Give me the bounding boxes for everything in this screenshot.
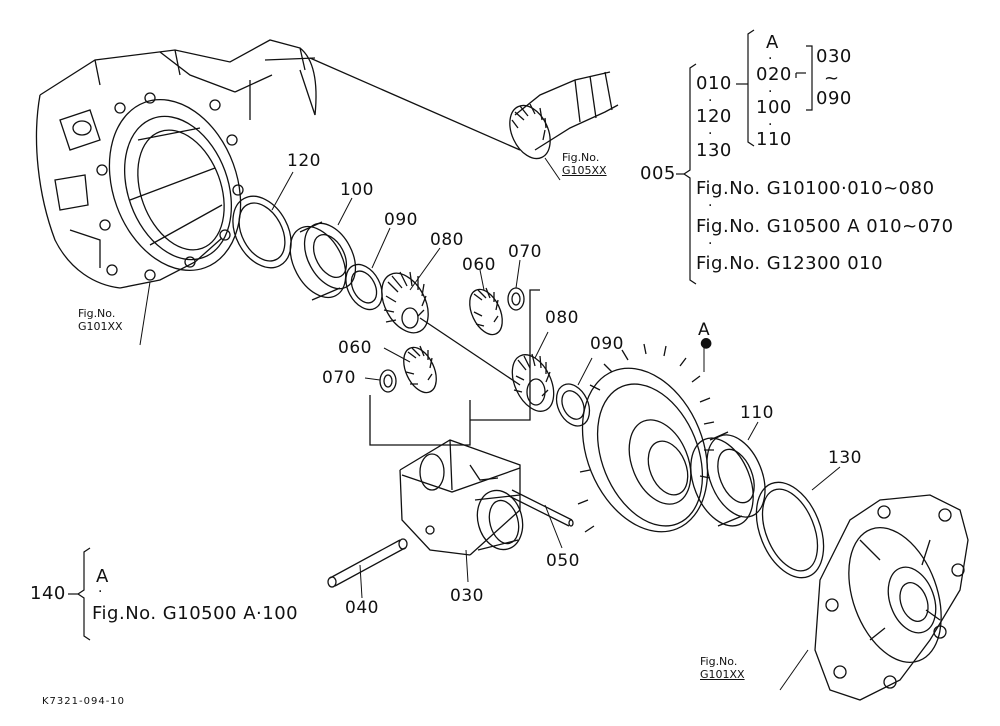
marker-a-dot: ● [700,335,713,351]
label-part-090-upper: 090 [384,210,418,230]
right-housing [815,495,968,700]
figref-g101-right: Fig.No. G101XX [700,655,745,681]
marker-a: A [698,320,711,340]
assembly-005-group-item-020: 020 [756,64,792,85]
pinion-gear-060-lower [397,342,443,397]
label-part-070-lower: 070 [322,368,356,388]
assembly-005-group-item-110: 110 [756,129,792,150]
figref-g101-left-line1: Fig.No. [78,307,116,320]
assembly-005-dot-1: · [708,93,713,109]
assembly-005-ref-3: Fig.No. G12300 010 [696,253,884,274]
assembly-005-dot-6: · [708,198,713,214]
bearing-100 [279,215,366,307]
label-part-060-lower: 060 [338,338,372,358]
bevel-gear-080-upper [372,265,437,340]
assembly-140-ref: Fig.No. G10500 A·100 [92,603,299,624]
pinion-gear-060-upper [463,284,509,339]
label-part-060-upper: 060 [462,255,496,275]
shim-090-lower [550,379,596,432]
ring-130 [743,472,836,587]
label-part-070-upper: 070 [508,242,542,262]
leader-lines [140,158,840,690]
figref-g101-right-line1: Fig.No. [700,655,738,668]
assembly-005-ref-1: Fig.No. G10100·010~080 [696,178,935,199]
assembly-005-code: 005 [640,163,676,184]
figref-g101-left: Fig.No. G101XX [78,307,123,333]
label-part-100: 100 [340,180,374,200]
washer-070-lower [380,370,396,392]
assembly-005-group-item-100: 100 [756,97,792,118]
shim-090-upper [339,258,390,315]
left-housing [36,40,316,289]
assembly-005-item-010: 010 [696,73,732,94]
assembly-005-ref-2: Fig.No. G10500 A 010~070 [696,216,954,237]
assembly-005-range-start: 030 [816,46,852,67]
assembly-005-range-sym: ~ [824,68,840,89]
bracket-140 [68,548,90,640]
differential-case-030 [400,440,529,555]
figref-g101-right-line2: G101XX [700,667,745,681]
assembly-140-dot: · [98,584,103,600]
shaft-040 [328,539,407,587]
label-part-030: 030 [450,586,484,606]
figref-g105-line1: Fig.No. [562,151,600,164]
bracket-005 [676,30,812,284]
bevel-gear-080-lower [504,348,562,418]
assembly-005-dot-2: · [708,126,713,142]
figref-g101-left-line2: G101XX [78,319,123,333]
assembly-005-dot-7: · [708,236,713,252]
assembly-005-item-130: 130 [696,140,732,161]
label-part-050: 050 [546,551,580,571]
ring-120 [221,186,303,278]
assembly-005-dot-5: · [768,117,773,133]
assembly-005-dot-3: · [768,51,773,67]
assembly-005-range-end: 090 [816,88,852,109]
assembly-140-code: 140 [30,583,66,604]
assembly-005-dot-4: · [768,84,773,100]
label-part-130: 130 [828,448,862,468]
bearing-110 [679,426,776,535]
label-part-080-lower: 080 [545,308,579,328]
label-part-110: 110 [740,403,774,423]
assembly-005-group-a: A [766,32,779,53]
label-part-120: 120 [287,151,321,171]
assembly-140-group-a: A [96,566,109,587]
label-part-040: 040 [345,598,379,618]
pinion-shaft [502,72,618,165]
figref-g105: Fig.No. G105XX [562,151,607,177]
figref-g105-line2: G105XX [562,163,607,177]
document-code: K7321-094-10 [42,696,126,707]
label-part-090-lower: 090 [590,334,624,354]
ring-gear [559,344,730,551]
label-part-080-upper: 080 [430,230,464,250]
assembly-005-item-120: 120 [696,106,732,127]
pin-050 [509,490,573,526]
washer-070-upper [508,288,524,310]
